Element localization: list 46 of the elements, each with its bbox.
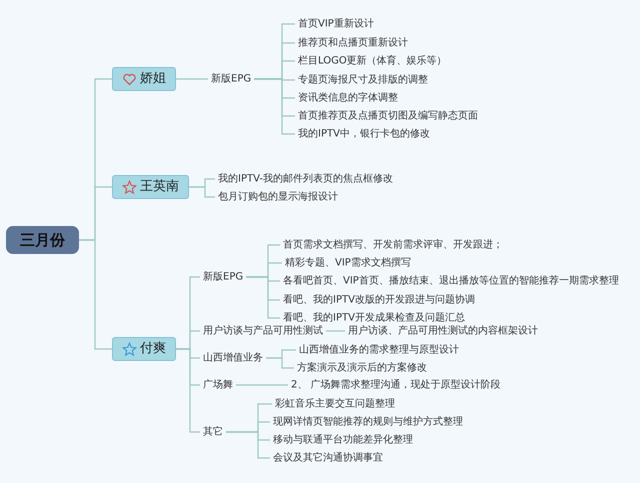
branch-line xyxy=(176,348,200,433)
topic-text: 资讯类信息的字体调整 xyxy=(298,92,398,104)
topic-text: 首页推荐页及点播页切图及编写静态页面 xyxy=(298,110,478,122)
topic-label: 王英南 xyxy=(140,179,179,195)
topic-box xyxy=(112,337,176,361)
topic-text: 广场舞 xyxy=(203,380,233,390)
topic-text: 其它 xyxy=(203,426,223,438)
topic-text: 新版EPG xyxy=(211,74,252,84)
branch-line xyxy=(236,384,288,386)
branch-line xyxy=(189,186,215,198)
branch-line xyxy=(176,78,208,80)
root-topic-box xyxy=(6,226,79,254)
topic-text: 推荐页和点播页重新设计 xyxy=(298,38,408,48)
topic-text: 会议及其它沟通协调事宜 xyxy=(273,452,383,464)
branch-line xyxy=(226,431,270,459)
topic-text: 山西增值业务 xyxy=(203,352,263,364)
branch-line xyxy=(266,357,294,369)
topic-text: 现网详情页智能推荐的规则与维护方式整理 xyxy=(273,416,463,428)
branch-line xyxy=(254,78,295,135)
topic-text: 彩虹音乐主要交互问题整理 xyxy=(275,398,395,410)
topic-label: 娇姐 xyxy=(140,71,166,87)
topic-text: 山西增值业务的需求整理与原型设计 xyxy=(299,344,459,356)
topic-box xyxy=(112,175,189,199)
topic-text: 包月订购包的显示海报设计 xyxy=(218,192,338,202)
topic-text: 首页VIP重新设计 xyxy=(298,18,374,30)
topic-text: 精彩专题、VIP需求文档撰写 xyxy=(285,258,411,268)
topic-text: 方案演示及演示后的方案修改 xyxy=(297,362,427,374)
topic-text: 我的IPTV中，银行卡包的修改 xyxy=(298,128,430,140)
topic-text: 专题页海报尺寸及排版的调整 xyxy=(298,74,428,86)
branch-line xyxy=(246,276,280,319)
topic-text: 移动与联通平台功能差异化整理 xyxy=(273,434,413,446)
topic-text: 用户访谈与产品可用性测试 xyxy=(203,326,323,336)
topic-text: 看吧、我的IPTV改版的开发跟进与问题协调 xyxy=(283,294,475,306)
topic-text: 我的IPTV-我的邮件列表页的焦点框修改 xyxy=(218,174,393,184)
topic-text: 首页需求文档撰写、开发前需求评审、开发跟进； xyxy=(283,240,503,250)
topic-label: 三月份 xyxy=(20,231,65,249)
branch-line xyxy=(326,330,345,332)
branch-line xyxy=(79,239,112,350)
topic-box xyxy=(112,67,176,91)
topic-text: 2、 广场舞需求整理沟通，现处于原型设计阶段 xyxy=(291,380,501,390)
topic-text: 各看吧首页、VIP首页、播放结束、退出播放等位置的智能推荐一期需求整理 xyxy=(283,276,619,286)
topic-label: 付爽 xyxy=(140,341,166,357)
topic-text: 用户访谈、产品可用性测试的内容框架设计 xyxy=(348,326,538,336)
topic-text: 新版EPG xyxy=(203,272,244,282)
topic-text: 看吧、我的IPTV开发成果检查及问题汇总 xyxy=(283,312,465,324)
topic-text: 栏目LOGO更新（体育、娱乐等） xyxy=(298,56,447,66)
